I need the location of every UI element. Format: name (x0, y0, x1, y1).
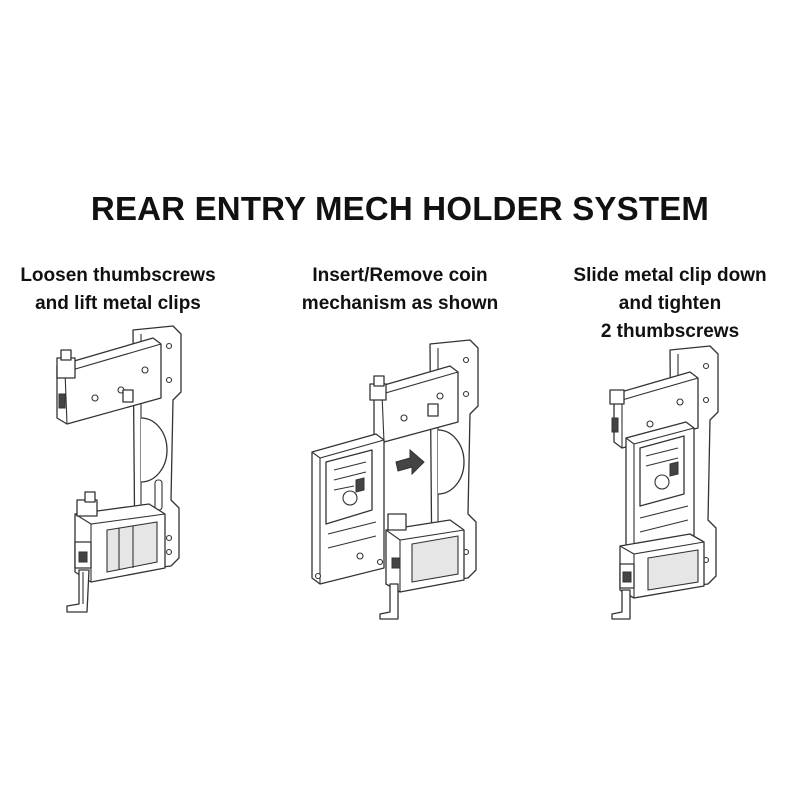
release-latch (611, 589, 631, 620)
step-3-caption-line-1: Slide metal clip down (573, 265, 767, 286)
release-latch (379, 583, 399, 620)
upper-metal-clip (56, 337, 162, 425)
step-3-caption-line-3: 2 thumbscrews (600, 321, 740, 342)
lower-thumbscrew-icon (619, 563, 635, 589)
insert-direction-arrow-icon (395, 448, 425, 476)
step-2-caption-line-1: Insert/Remove coin (312, 265, 488, 286)
step-1-caption: Loosen thumbscrews and lift metal clips (0, 262, 243, 318)
lower-thumbscrew-icon (387, 513, 407, 569)
step-2-caption: Insert/Remove coin mechanism as shown (275, 262, 525, 318)
upper-thumbscrew-icon (609, 389, 625, 433)
coin-opening (140, 417, 168, 483)
step-2-illustration (311, 339, 479, 620)
coin-mechanism (311, 433, 385, 585)
lower-thumbscrew-icon (74, 491, 98, 569)
adjustment-slot (154, 479, 163, 511)
release-latch (66, 569, 90, 613)
step-2-caption-line-2: mechanism as shown (301, 293, 499, 314)
coin-opening (437, 429, 465, 495)
upper-thumbscrew-icon (56, 349, 76, 409)
step-3-caption: Slide metal clip down and tighten 2 thum… (545, 262, 795, 346)
step-1-caption-line-1: Loosen thumbscrews (20, 265, 216, 286)
step-1-illustration (56, 325, 182, 613)
step-3-caption-line-2: and tighten (618, 293, 722, 314)
coin-mechanism (625, 421, 695, 563)
step-1-caption-line-2: and lift metal clips (35, 293, 201, 314)
step-3-illustration (609, 345, 719, 620)
upper-thumbscrew-icon (369, 375, 387, 401)
diagram-title: REAR ENTRY MECH HOLDER SYSTEM (90, 190, 710, 227)
